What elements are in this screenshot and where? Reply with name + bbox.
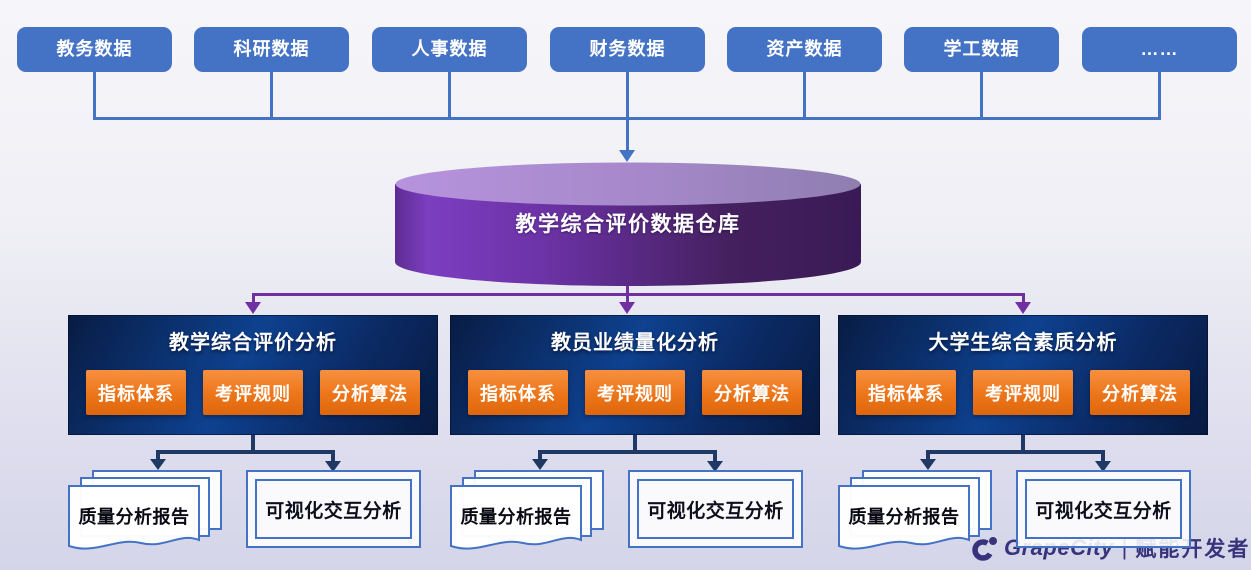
output-arrow-icon [150, 459, 166, 470]
output-branch-line [538, 450, 717, 454]
interactive-analysis-box: 可视化交互分析 [1016, 470, 1191, 548]
analysis-algorithm-button: 分析算法 [320, 370, 420, 415]
interactive-analysis-label: 可视化交互分析 [1025, 479, 1182, 539]
output-arrow-stem [156, 452, 160, 460]
source-connector-stub [448, 72, 451, 119]
panel-branch-line [252, 293, 1025, 296]
output-branch-line [926, 450, 1105, 454]
data-source-box: 人事数据 [372, 27, 527, 72]
metric-button-row: 指标体系 考评规则 分析算法 [68, 370, 438, 415]
panel-title: 教学综合评价分析 [169, 332, 337, 354]
output-arrow-stem [926, 452, 930, 460]
output-connector-stem [251, 435, 255, 452]
output-connector-stem [1021, 435, 1025, 452]
analysis-algorithm-button: 分析算法 [702, 370, 802, 415]
report-doc-front-page [450, 485, 582, 550]
grapecity-logo-icon [972, 537, 997, 561]
output-branch-line [156, 450, 335, 454]
output-connector-stem [633, 435, 637, 452]
panel-arrow-stem [1022, 296, 1025, 303]
report-label: 质量分析报告 [460, 507, 572, 527]
output-arrow-stem [713, 452, 717, 462]
source-connector-stub [93, 72, 96, 119]
warehouse-arrow-stem [626, 120, 629, 151]
data-source-box: …… [1082, 27, 1237, 72]
panel-arrow-stem [252, 296, 255, 303]
metric-button-row: 指标体系 考评规则 分析算法 [450, 370, 820, 415]
warehouse-arrow-icon [619, 150, 635, 162]
panel-arrow-icon [245, 302, 261, 314]
panel-arrow-icon [1015, 302, 1031, 314]
output-arrow-icon [707, 461, 723, 472]
indicator-system-button: 指标体系 [468, 370, 568, 415]
source-connector-stub [803, 72, 806, 119]
interactive-analysis-label: 可视化交互分析 [637, 479, 794, 539]
interactive-analysis-box: 可视化交互分析 [628, 470, 803, 548]
panel-arrow-stem [626, 296, 629, 303]
output-arrow-stem [331, 452, 335, 462]
output-arrow-icon [532, 459, 548, 470]
report-doc-front-page [838, 485, 970, 550]
source-connector-stub [1158, 72, 1161, 119]
output-arrow-icon [1095, 461, 1111, 472]
evaluation-rules-button: 考评规则 [203, 370, 303, 415]
analysis-panel: 教学综合评价分析 指标体系 考评规则 分析算法 [68, 315, 438, 435]
metric-button-row: 指标体系 考评规则 分析算法 [838, 370, 1208, 415]
indicator-system-button: 指标体系 [86, 370, 186, 415]
data-source-box: 科研数据 [194, 27, 349, 72]
evaluation-rules-button: 考评规则 [973, 370, 1073, 415]
warehouse-cylinder [395, 162, 861, 286]
panel-title: 教员业绩量化分析 [551, 332, 719, 354]
data-source-box: 财务数据 [550, 27, 705, 72]
data-source-box: 学工数据 [904, 27, 1059, 72]
panel-title: 大学生综合素质分析 [928, 332, 1118, 354]
analysis-algorithm-button: 分析算法 [1090, 370, 1190, 415]
interactive-analysis-box: 可视化交互分析 [246, 470, 421, 548]
data-source-box: 教务数据 [17, 27, 172, 72]
output-arrow-icon [325, 461, 341, 472]
output-arrow-stem [538, 452, 542, 460]
report-doc-front-page [68, 485, 200, 550]
panel-arrow-icon [619, 302, 635, 314]
data-source-box: 资产数据 [727, 27, 882, 72]
analysis-panel: 大学生综合素质分析 指标体系 考评规则 分析算法 [838, 315, 1208, 435]
evaluation-rules-button: 考评规则 [585, 370, 685, 415]
panel-connector-stem [626, 286, 629, 294]
source-connector-stub [626, 72, 629, 119]
indicator-system-button: 指标体系 [856, 370, 956, 415]
warehouse-label: 教学综合评价数据仓库 [515, 213, 741, 236]
output-arrow-stem [1101, 452, 1105, 462]
source-bus-line [93, 117, 1161, 120]
interactive-analysis-label: 可视化交互分析 [255, 479, 412, 539]
source-connector-stub [980, 72, 983, 119]
report-label: 质量分析报告 [848, 507, 960, 527]
analysis-panel: 教员业绩量化分析 指标体系 考评规则 分析算法 [450, 315, 820, 435]
source-connector-stub [270, 72, 273, 119]
output-arrow-icon [920, 459, 936, 470]
report-label: 质量分析报告 [78, 507, 190, 527]
